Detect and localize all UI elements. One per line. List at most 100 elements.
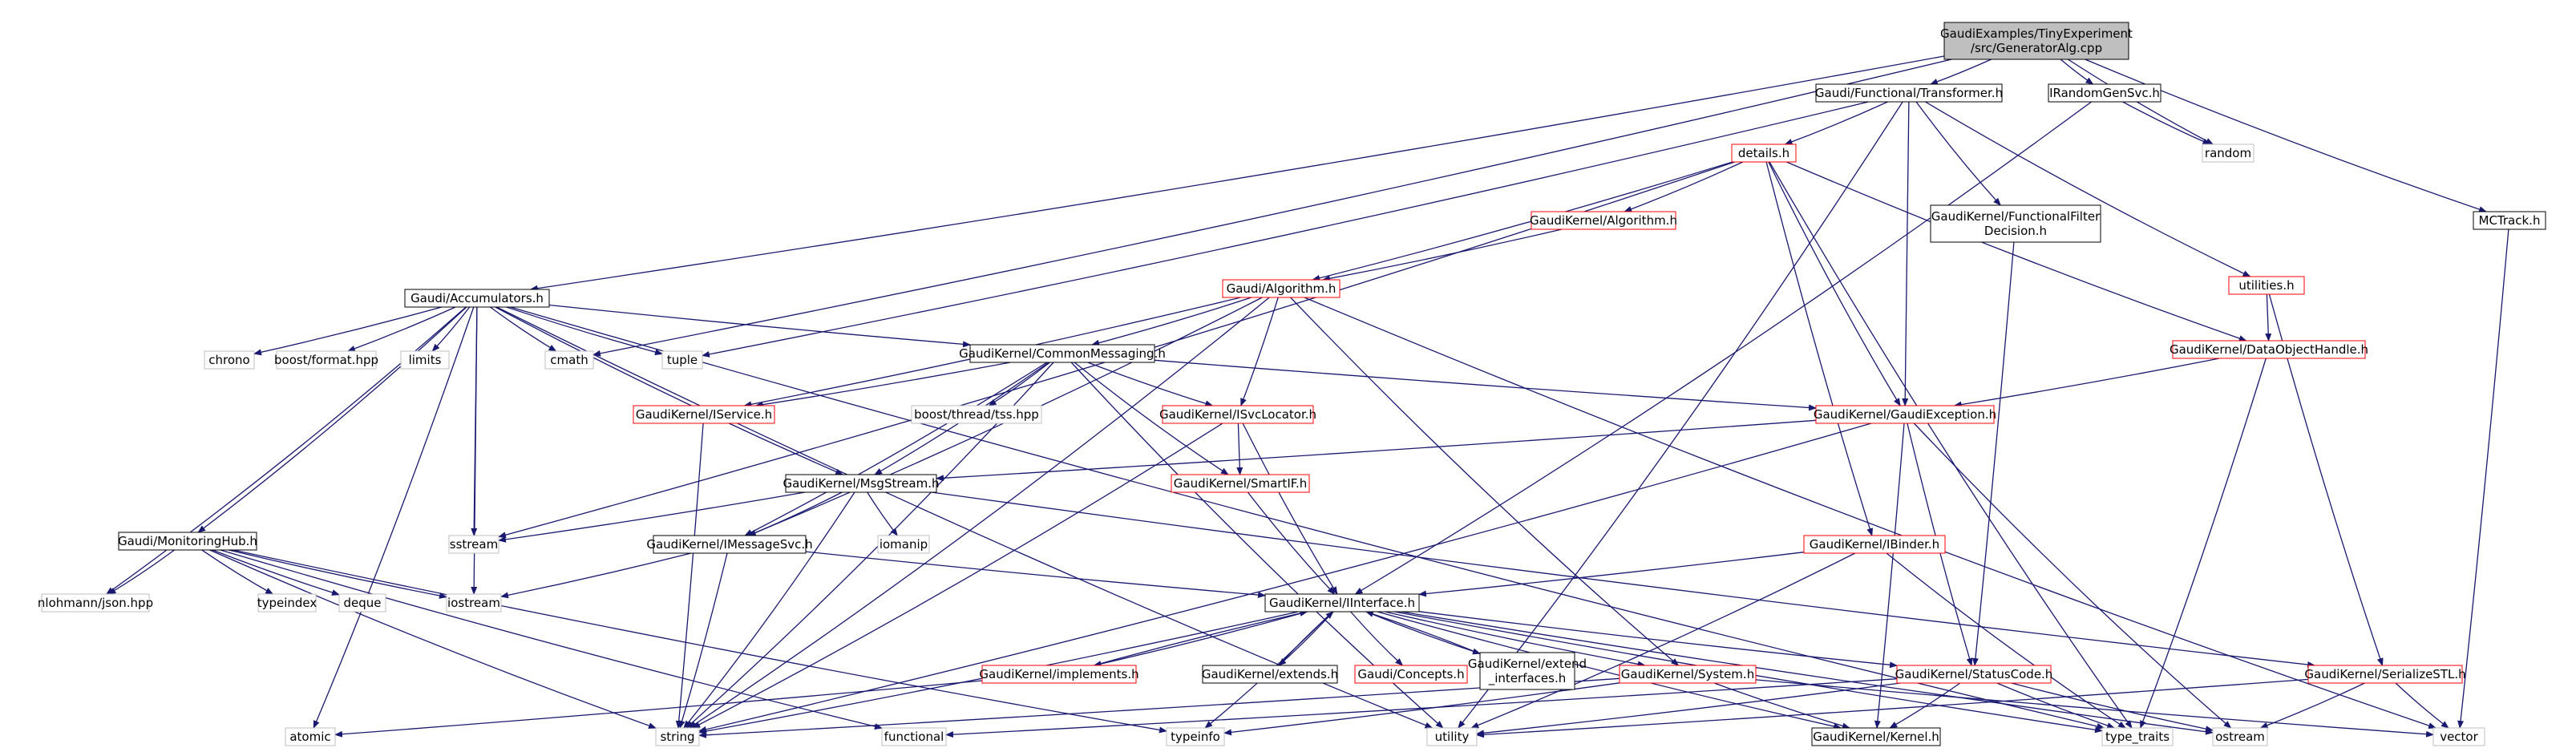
node-extend_interfaces[interactable]: GaudiKernel/extend_interfaces.h <box>1468 652 1587 690</box>
node-label-extend_interfaces-1: _interfaces.h <box>1488 671 1567 686</box>
edge-imessagesvc-to-string <box>678 552 728 729</box>
edge-details-to-dataobjecthandle <box>1786 161 2247 342</box>
node-irandomgensvc[interactable]: IRandomGenSvc.h <box>2048 83 2161 103</box>
edge-serializestl-to-utility <box>1476 678 2309 738</box>
node-vector: vector <box>2432 727 2485 746</box>
node-functional: functional <box>881 727 947 746</box>
node-box-gk_algorithm <box>1531 211 1676 230</box>
node-string: string <box>655 727 700 746</box>
node-limits: limits <box>400 350 450 370</box>
edge-ibinder-to-type_traits <box>1886 552 2126 729</box>
edge-imessagesvc-to-iinterface <box>805 551 1266 599</box>
node-box-monitoringhub <box>118 532 257 551</box>
node-label-ibinder-0: GaudiKernel/IBinder.h <box>1810 537 1939 552</box>
node-label-sstream-0: sstream <box>450 537 498 552</box>
node-label-implements-0: GaudiKernel/implements.h <box>979 667 1138 681</box>
edge-accumulators-to-atomic <box>313 306 475 729</box>
node-imessagesvc[interactable]: GaudiKernel/IMessageSvc.h <box>646 535 813 554</box>
node-iservice[interactable]: GaudiKernel/IService.h <box>633 405 775 424</box>
edge-root-to-random <box>2067 59 2214 145</box>
edge-commonmessaging-to-gaudiexception <box>1154 359 1817 411</box>
node-mctrack[interactable]: MCTrack.h <box>2473 211 2546 230</box>
node-label-concepts-0: Gaudi/Concepts.h <box>1357 667 1464 681</box>
node-system[interactable]: GaudiKernel/System.h <box>1619 665 1757 684</box>
node-label-atomic-0: atomic <box>289 730 330 744</box>
node-kernel[interactable]: GaudiKernel/Kernel.h <box>1811 727 1941 746</box>
node-monitoringhub[interactable]: Gaudi/MonitoringHub.h <box>118 532 257 551</box>
node-isvclocator[interactable]: GaudiKernel/ISvcLocator.h <box>1159 405 1316 424</box>
node-deque: deque <box>338 593 386 613</box>
edge-transformer-to-utilities <box>1925 101 2251 277</box>
node-label-gaudiexception-0: GaudiKernel/GaudiException.h <box>1814 407 1996 422</box>
node-label-type_traits-0: type_traits <box>2105 730 2170 745</box>
edge-commonmessaging-to-imessagesvc <box>744 362 1048 536</box>
node-commonmessaging[interactable]: GaudiKernel/CommonMessaging.h <box>959 344 1166 363</box>
node-gk_algorithm[interactable]: GaudiKernel/Algorithm.h <box>1530 211 1677 230</box>
node-box-commonmessaging <box>969 344 1155 363</box>
node-concepts[interactable]: Gaudi/Concepts.h <box>1354 665 1468 684</box>
node-label-smartif-0: GaudiKernel/SmartIF.h <box>1174 476 1307 491</box>
node-serializestl[interactable]: GaudiKernel/SerializeSTL.h <box>2304 665 2466 684</box>
node-smartif[interactable]: GaudiKernel/SmartIF.h <box>1171 474 1310 493</box>
node-label-typeinfo-0: typeinfo <box>1171 730 1220 744</box>
node-utilities[interactable]: utilities.h <box>2228 276 2305 295</box>
node-msgstream[interactable]: GaudiKernel/MsgStream.h <box>783 474 940 493</box>
node-label-boostformat-0: boost/format.hpp <box>274 353 378 367</box>
edge-accumulators-to-limits <box>431 306 471 352</box>
edge-monitoringhub-to-typeindex <box>201 549 274 595</box>
node-label-iinterface-0: GaudiKernel/IInterface.h <box>1269 596 1415 610</box>
node-transformer[interactable]: Gaudi/Functional/Transformer.h <box>1815 83 2003 103</box>
node-label-dataobjecthandle-0: GaudiKernel/DataObjectHandle.h <box>2170 342 2368 357</box>
edge-extends-to-iinterface <box>1278 611 1334 666</box>
edge-utilities-to-dataobjecthandle <box>2265 293 2272 342</box>
node-label-chrono-0: chrono <box>208 353 249 367</box>
node-label-iostream-0: iostream <box>447 596 500 610</box>
node-label-limits-0: limits <box>409 353 442 367</box>
node-box-gaudi_algorithm <box>1222 279 1341 298</box>
node-accumulators[interactable]: Gaudi/Accumulators.h <box>404 289 550 308</box>
node-dataobjecthandle[interactable]: GaudiKernel/DataObjectHandle.h <box>2170 340 2368 359</box>
node-box-vector <box>2432 727 2485 746</box>
edge-transformer-to-tuple <box>702 101 1869 358</box>
node-details[interactable]: details.h <box>1731 144 1797 163</box>
node-label-isvclocator-0: GaudiKernel/ISvcLocator.h <box>1159 407 1316 422</box>
node-extends[interactable]: GaudiKernel/extends.h <box>1202 665 1338 684</box>
edge-irandomgensvc-to-random <box>2122 101 2211 145</box>
node-box-string <box>655 727 700 746</box>
edge-monitoringhub-to-iostream <box>228 549 447 599</box>
edges-layer <box>105 55 2509 738</box>
edge-accumulators-to-iostream <box>471 306 478 595</box>
node-root[interactable]: GaudiExamples/TinyExperiment/src/Generat… <box>1940 22 2133 60</box>
node-statuscode[interactable]: GaudiKernel/StatusCode.h <box>1895 665 2053 684</box>
edge-isvclocator-to-smartif <box>1236 422 1244 475</box>
edge-root-to-mctrack <box>2085 59 2487 212</box>
node-implements[interactable]: GaudiKernel/implements.h <box>979 665 1139 684</box>
edge-statuscode-to-type_traits <box>1996 682 2116 729</box>
edge-monitoringhub-to-string <box>209 549 657 729</box>
edge-iinterface-to-extend_interfaces <box>1365 611 1481 655</box>
node-iinterface[interactable]: GaudiKernel/IInterface.h <box>1264 593 1420 613</box>
node-iomanip: iomanip <box>877 535 930 554</box>
node-ibinder[interactable]: GaudiKernel/IBinder.h <box>1803 535 1946 554</box>
edge-gaudiexception-to-string <box>698 422 1872 733</box>
edge-gaudi_algorithm-to-system <box>1290 297 1680 666</box>
node-box-chrono <box>204 350 255 370</box>
node-gaudiexception[interactable]: GaudiKernel/GaudiException.h <box>1814 405 1996 424</box>
edge-smartif-to-iinterface <box>1247 491 1336 595</box>
node-box-serializestl <box>2307 665 2463 684</box>
edge-gaudi_algorithm-to-isvclocator <box>1240 297 1279 406</box>
node-box-accumulators <box>404 289 550 308</box>
node-nlohmann: nlohmann/json.hpp <box>38 593 153 613</box>
node-label-accumulators-0: Gaudi/Accumulators.h <box>410 291 544 305</box>
node-label-deque-0: deque <box>343 596 381 610</box>
edge-isvclocator-to-iinterface <box>1242 422 1338 595</box>
edge-system-to-typeinfo <box>1223 682 1620 736</box>
node-box-msgstream <box>785 474 937 493</box>
edge-isvclocator-to-string <box>692 422 1223 729</box>
node-gaudi_algorithm[interactable]: Gaudi/Algorithm.h <box>1222 279 1341 298</box>
node-box-iostream <box>446 593 502 613</box>
edge-monitoringhub-to-functional <box>220 549 883 730</box>
edge-iinterface-to-implements <box>1093 611 1308 667</box>
edge-gk_algorithm-to-gaudi_algorithm <box>1322 228 1563 282</box>
